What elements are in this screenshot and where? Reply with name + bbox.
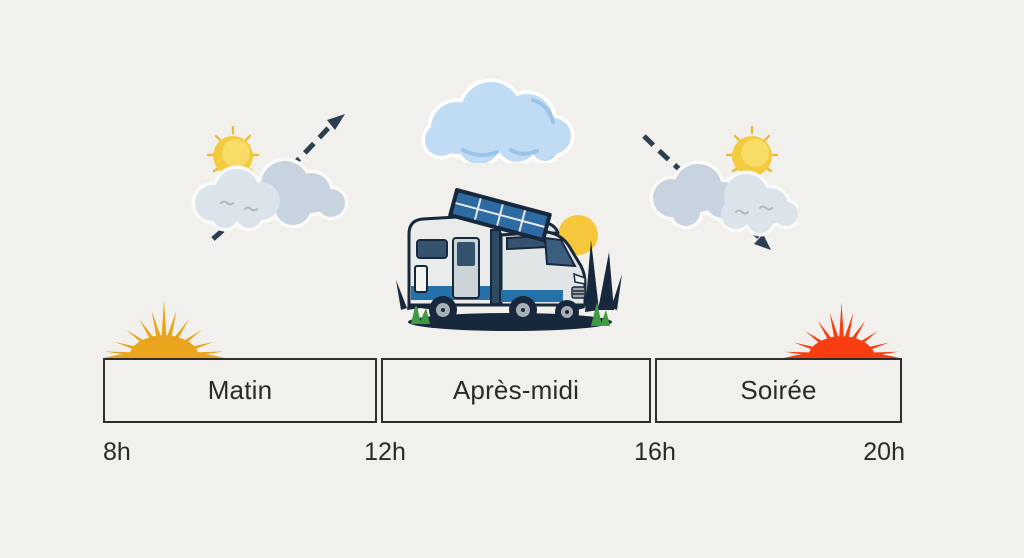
sunset-burst-icon <box>783 302 900 358</box>
wheel-icon <box>429 296 579 324</box>
solar-panel-icon <box>448 188 552 242</box>
clouds-icon <box>649 160 798 237</box>
campervan-solar-icon <box>396 188 622 331</box>
green-grass-icon <box>411 302 610 326</box>
evening-sun-clouds-icon <box>642 125 798 250</box>
period-label: Soirée <box>740 375 817 405</box>
hour-label-12h: 12h <box>364 438 406 466</box>
sun-icon <box>206 125 260 176</box>
timeline-period-soiree: Soirée <box>655 358 902 423</box>
period-label: Matin <box>207 375 273 405</box>
clouds-icon <box>191 157 349 232</box>
cloud-icon <box>421 78 575 163</box>
morning-sun-clouds-icon <box>191 114 349 241</box>
hour-label-8h: 8h <box>103 438 131 466</box>
period-label: Après-midi <box>452 375 580 405</box>
timeline: Matin Après-midi Soirée <box>103 358 902 423</box>
timeline-period-apres-midi: Après-midi <box>381 358 651 423</box>
timeline-period-matin: Matin <box>103 358 377 423</box>
hour-label-16h: 16h <box>634 438 676 466</box>
hour-label-20h: 20h <box>863 438 905 466</box>
sun-icon <box>725 125 779 176</box>
van-details <box>411 229 586 305</box>
sunrise-burst-icon <box>103 299 225 358</box>
